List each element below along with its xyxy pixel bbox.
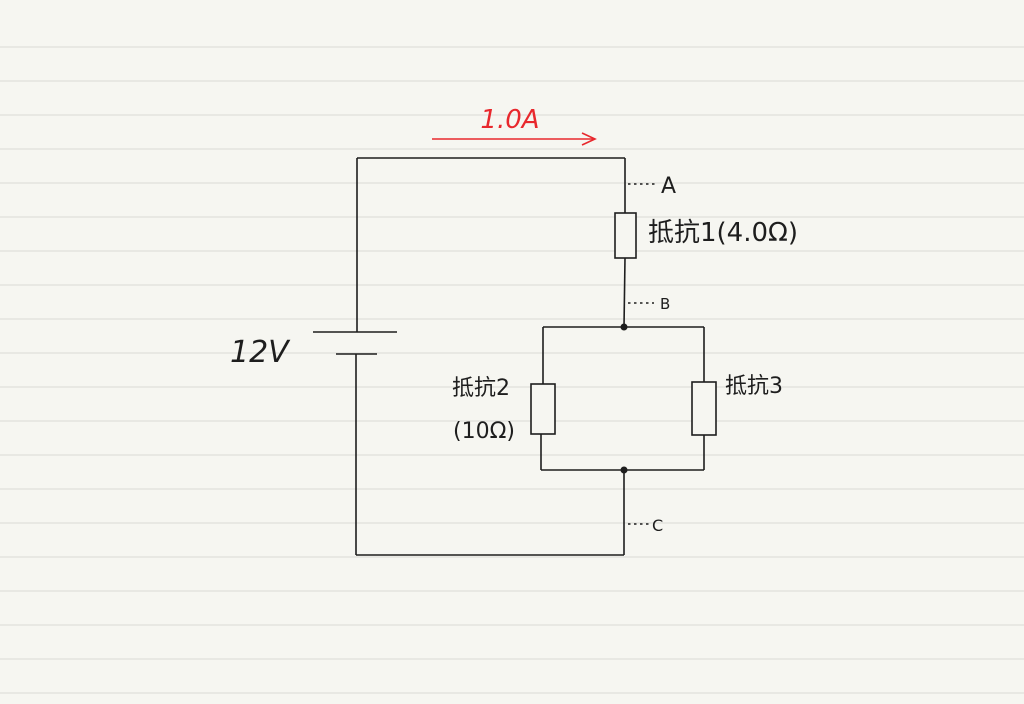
current-label: 1.0A [480,105,539,135]
resistor-2-label-line2: (10Ω) [453,419,515,444]
battery-symbol [313,331,397,355]
junction-node-top [620,323,628,331]
resistor-1 [614,212,637,259]
resistor-1-label: 抵抗1(4.0Ω) [648,218,798,248]
point-c-label: C [652,516,663,535]
resistor-2 [530,383,556,435]
point-b-label: B [660,295,670,313]
resistor-3-label: 抵抗3 [725,374,783,399]
junction-node-bottom [620,466,628,474]
resistor-2-label-line1: 抵抗2 [452,376,510,401]
notebook-rules [0,46,1024,694]
resistor-3 [691,381,717,436]
current-arrow [432,132,597,146]
point-a-label: A [661,174,676,199]
battery-label: 12V [230,335,291,370]
